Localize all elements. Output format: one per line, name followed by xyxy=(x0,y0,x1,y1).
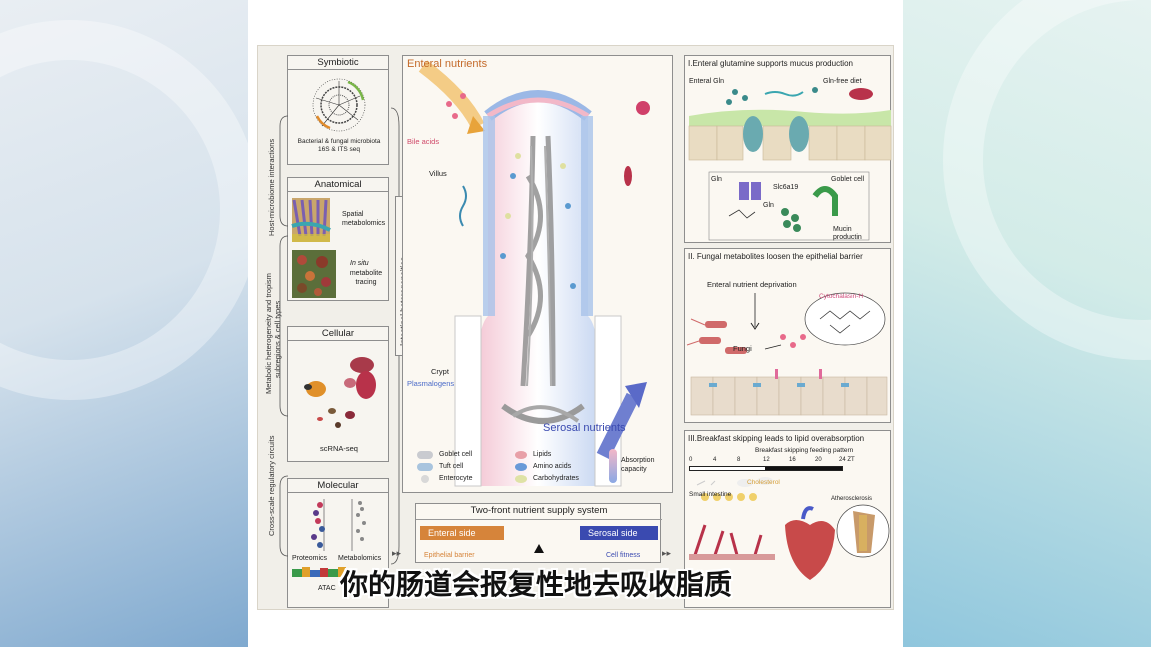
mucin-label: Mucin productin xyxy=(833,226,862,241)
fungal-illustration xyxy=(686,292,888,416)
host-microbiome-label: Host-microbiome interactions xyxy=(267,138,276,236)
cellular-title: Cellular xyxy=(288,327,388,341)
plasmalogens-label: Plasmalogens xyxy=(407,379,455,388)
tick-16: 16 xyxy=(789,457,796,463)
umap-scatter-image xyxy=(304,357,376,428)
slc6a19-label: Slc6a19 xyxy=(773,184,799,191)
insitu-label: In situ xyxy=(350,260,369,267)
arrow-right-icon: ▸▸ xyxy=(662,548,672,558)
villus-label: Villus xyxy=(429,169,447,178)
deprivation-label: Enteral nutrient deprivation xyxy=(707,280,797,289)
metabolic-tropism-label: Metabolic heterogeneity and tropism xyxy=(264,273,273,394)
cellular-panel: Cellular scRNA-seq xyxy=(287,326,389,462)
legend-lipids: Lipids xyxy=(533,451,552,458)
background-left xyxy=(0,0,260,647)
feeding-timeline-dark xyxy=(765,467,842,470)
phylogenetic-tree-icon xyxy=(312,78,366,132)
left-brackets xyxy=(279,115,289,557)
legend-tuft: Tuft cell xyxy=(439,463,464,470)
atac-label: ATAC xyxy=(318,585,336,592)
small-intestine-label: Small intestine xyxy=(689,491,732,498)
enteral-side-tag: Enteral side xyxy=(420,526,504,540)
panel-breakfast: III.Breakfast skipping leads to lipid ov… xyxy=(684,430,891,608)
balance-triangle-icon xyxy=(534,544,544,553)
tick-4: 4 xyxy=(713,457,717,463)
carbohydrates-swatch xyxy=(515,475,527,483)
lipids-swatch xyxy=(515,451,527,459)
metabolomics-label: Metabolomics xyxy=(338,555,382,562)
enterocyte-swatch xyxy=(421,475,429,483)
supply-system-box: Two-front nutrient supply system Enteral… xyxy=(415,503,662,563)
spatial-metabolomics-image xyxy=(291,198,331,242)
symbiotic-caption: Bacterial & fungal microbiota 16S & ITS … xyxy=(297,138,381,153)
crypt-label: Crypt xyxy=(431,367,449,376)
lipid-overabsorption-illustration xyxy=(689,477,890,580)
tuft-cell-swatch xyxy=(417,463,433,471)
tick-0: 0 xyxy=(689,457,693,463)
video-subtitle: 你的肠道会报复性地去吸收脂质 xyxy=(340,569,733,600)
supply-title: Two-front nutrient supply system xyxy=(470,505,608,516)
molecular-panel: Molecular Proteomics Metabolomics ATAC xyxy=(287,478,389,608)
goblet-cell-swatch xyxy=(417,451,433,459)
villus-illustration xyxy=(418,60,650,487)
spatial-metabolomics-label: Spatial metabolomics xyxy=(342,211,386,227)
anatomical-title: Anatomical xyxy=(288,178,388,192)
fungi-label: Fungi xyxy=(733,344,752,353)
epithelial-barrier-label: Epithelial barrier xyxy=(424,552,475,559)
background-right xyxy=(903,0,1151,647)
supply-divider xyxy=(416,519,662,520)
goblet-cell-label: Goblet cell xyxy=(831,176,865,183)
amino-acids-swatch xyxy=(515,463,527,471)
proteomics-label: Proteomics xyxy=(292,555,328,562)
symbiotic-panel: Symbiotic Bacterial & fungal microbiota … xyxy=(287,55,389,165)
panel-fungal: II. Fungal metabolites loosen the epithe… xyxy=(684,248,891,423)
absorption-capacity-bar xyxy=(609,449,617,483)
bile-acids-label: Bile acids xyxy=(407,137,440,146)
gln-free-label: Gln-free diet xyxy=(823,78,862,85)
panel-glutamine: I.Enteral glutamine supports mucus produ… xyxy=(684,55,892,243)
gln-inner-label: Gln xyxy=(763,202,774,209)
anatomical-panel: Anatomical Spatial metabolomics In situ … xyxy=(287,177,389,301)
metabolite-tracing-label: metabolite tracing xyxy=(349,270,383,286)
legend-amino: Amino acids xyxy=(533,463,572,470)
tick-12: 12 xyxy=(763,457,770,463)
cell-fitness-label: Cell fitness xyxy=(606,552,641,559)
enteral-gln-label: Enteral Gln xyxy=(689,78,725,85)
panel1-title: I.Enteral glutamine supports mucus produ… xyxy=(688,59,853,68)
molecular-title: Molecular xyxy=(288,479,388,493)
cytochalasin-label: Cytochalasin-H xyxy=(819,293,864,300)
metabolite-tracing-image xyxy=(292,250,336,298)
legend-absorption: Absorption capacity xyxy=(621,457,655,473)
feeding-pattern-label: Breakfast skipping feeding pattern xyxy=(755,447,854,454)
legend-goblet: Goblet cell xyxy=(439,451,473,458)
panel3-title: III.Breakfast skipping leads to lipid ov… xyxy=(688,434,865,443)
legend-carbs: Carbohydrates xyxy=(533,475,579,482)
villus-panel: Enteral nutrients Bile acids Villus Cryp… xyxy=(402,55,673,493)
legend-enterocyte: Enterocyte xyxy=(439,475,473,482)
scrnaseq-label: scRNA-seq xyxy=(320,444,358,453)
mucus-illustration xyxy=(688,87,892,241)
enteral-nutrients-label: Enteral nutrients xyxy=(407,58,488,70)
tick-8: 8 xyxy=(737,457,741,463)
feeding-timeline xyxy=(689,466,843,471)
serosal-side-tag: Serosal side xyxy=(580,526,658,540)
arrow-left-icon: ▸▸ xyxy=(392,548,402,558)
gln-label: Gln xyxy=(711,176,722,183)
sequence-logo-image xyxy=(292,567,346,577)
panel2-title: II. Fungal metabolites loosen the epithe… xyxy=(688,252,863,261)
molecular-dotplot-image xyxy=(311,499,366,551)
atherosclerosis-label: Atherosclerosis xyxy=(831,496,873,502)
tick-24: 24 ZT xyxy=(839,457,855,463)
tick-20: 20 xyxy=(815,457,822,463)
cross-scale-label: Cross-scale regulatory circuits xyxy=(267,435,276,536)
serosal-nutrients-label: Serosal nutrients xyxy=(543,422,626,434)
cholesterol-label: Cholesterol xyxy=(747,479,780,486)
graphical-abstract-figure: Symbiotic Bacterial & fungal microbiota … xyxy=(257,45,894,610)
symbiotic-title: Symbiotic xyxy=(288,56,388,70)
